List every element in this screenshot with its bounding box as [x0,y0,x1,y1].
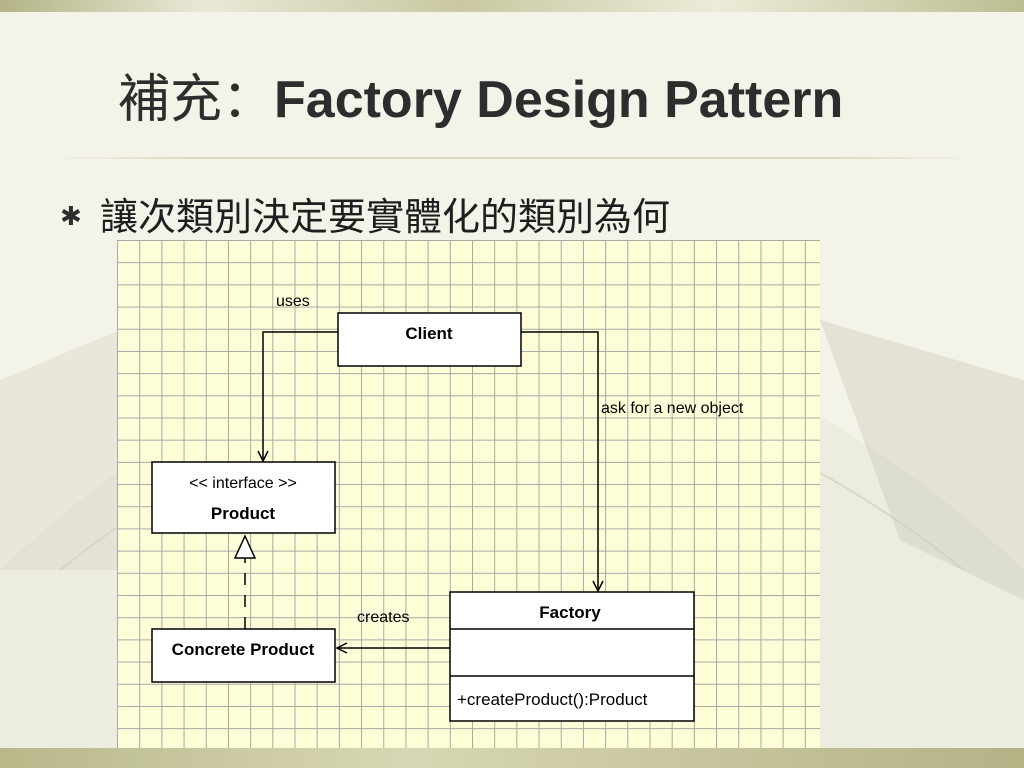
bullet-text: 讓次類別決定要實體化的類別為何 [100,195,671,239]
slide-title-cjk: 補充： [118,70,275,130]
title-divider [50,157,974,159]
ask-association-line [521,331,598,591]
uml-diagram: Client << interface >> Product Concrete … [117,240,820,758]
ask-edge-label: ask for a new object [601,400,744,417]
uses-association-line [263,331,338,461]
slide-title-latin: Factory Design Pattern [274,71,844,129]
concrete-product-class-box: Concrete Product [151,628,336,683]
client-class-box: Client [337,312,522,367]
bullet-asterisk-icon: ✱ [60,202,82,232]
client-label: Client [405,324,453,343]
factory-method: +createProduct():Product [457,690,648,709]
product-stereotype: << interface >> [189,475,297,492]
factory-class-box: Factory +createProduct():Product [449,591,695,722]
creates-edge-label: creates [357,609,409,626]
uses-edge-label: uses [276,293,310,310]
product-interface-box: << interface >> Product [151,461,336,534]
concrete-product-label: Concrete Product [172,640,315,659]
slide-title: 補充：Factory Design Pattern [118,60,843,140]
top-decorative-band [0,0,1024,12]
uml-diagram-svg: Client << interface >> Product Concrete … [151,293,744,722]
realization-link [233,534,257,629]
bottom-decorative-band [0,748,1024,768]
product-label: Product [211,504,276,523]
factory-label: Factory [539,603,601,622]
